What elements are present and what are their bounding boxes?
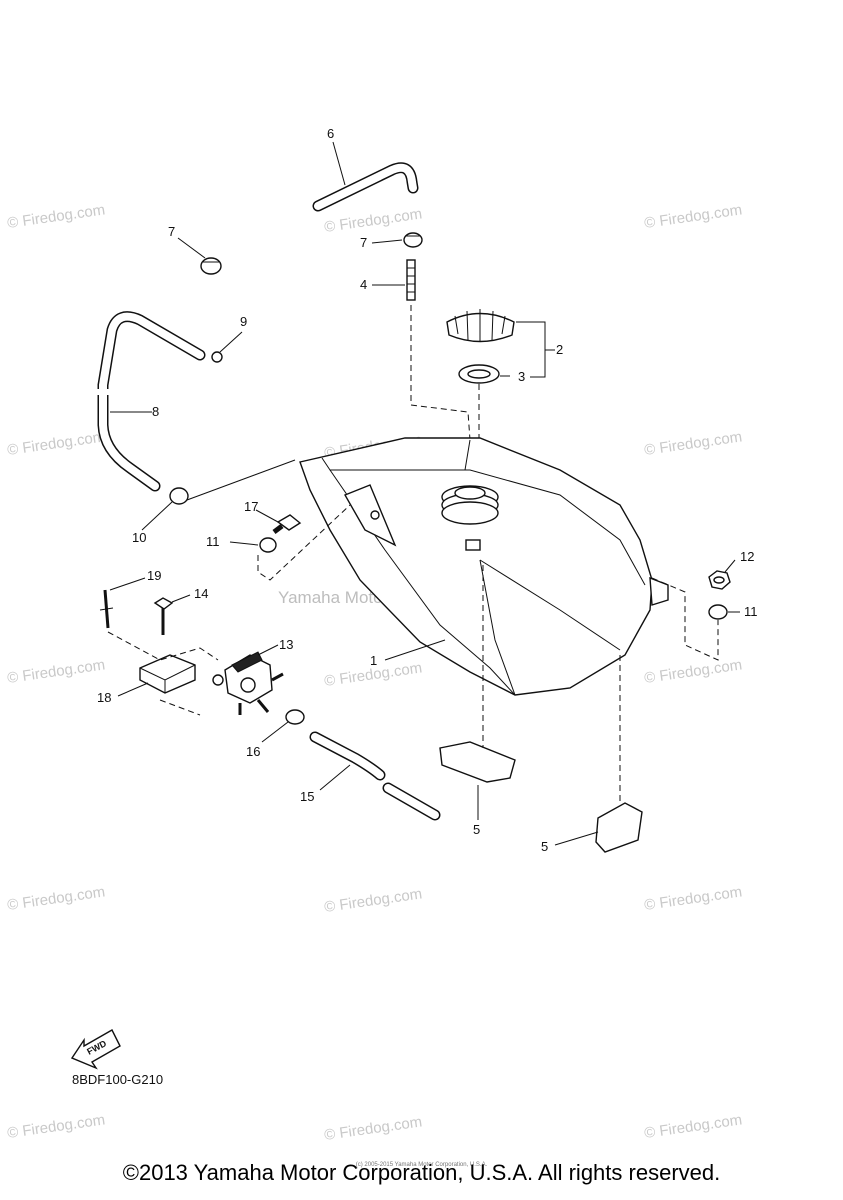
callout-15: 15	[300, 789, 314, 804]
callout-12: 12	[740, 549, 754, 564]
watermark-12: © Firedog.com	[643, 883, 743, 914]
leader-lines	[109, 141, 740, 846]
watermark-10: © Firedog.com	[6, 883, 106, 914]
part-11-grommet-right	[708, 604, 728, 620]
watermark-9: © Firedog.com	[643, 656, 743, 687]
part-13-fuel-cock	[212, 651, 284, 715]
part-5-pad-right	[595, 655, 643, 853]
part-5-pad-left	[439, 565, 516, 783]
callout-1: 1	[370, 653, 377, 668]
part-15-hose	[309, 731, 441, 821]
callout-11-right: 11	[744, 604, 758, 619]
watermark-15: © Firedog.com	[643, 1111, 743, 1142]
copyright-notice: ©2013 Yamaha Motor Corporation, U.S.A. A…	[122, 1160, 721, 1185]
part-1-fuel-tank	[299, 437, 669, 696]
watermark-3: © Firedog.com	[643, 201, 743, 232]
callout-17: 17	[244, 499, 258, 514]
callout-8: 8	[152, 404, 159, 419]
watermarks: © Firedog.com © Firedog.com © Firedog.co…	[6, 201, 743, 1144]
watermark-4: © Firedog.com	[6, 428, 106, 459]
watermark-7: © Firedog.com	[6, 656, 106, 687]
callout-16: 16	[246, 744, 260, 759]
leader-left-mount	[257, 504, 351, 581]
part-8-fuel-hose	[96, 311, 206, 492]
callout-numbers: 6 7 7 4 2 3 9 8 10 17 11 1 12 11 19 14 1…	[97, 126, 758, 854]
fwd-arrow-icon: FWD	[70, 1029, 121, 1070]
part-17-bolt	[272, 514, 302, 534]
callout-18: 18	[97, 690, 111, 705]
callout-11-left: 11	[206, 534, 220, 549]
callout-3: 3	[518, 369, 525, 384]
leader-bracket	[107, 631, 219, 716]
part-11-grommet-left	[259, 537, 277, 553]
callout-6: 6	[327, 126, 334, 141]
watermark-11: © Firedog.com	[323, 885, 423, 916]
watermark-14: © Firedog.com	[323, 1113, 423, 1144]
part-16-clip	[285, 709, 305, 725]
part-4-breather-pipe	[406, 259, 471, 441]
callout-5-right: 5	[541, 839, 548, 854]
part-6-vent-hose	[231, 162, 419, 260]
part-18-bracket	[139, 654, 196, 694]
callout-5-left: 5	[473, 822, 480, 837]
callout-14: 14	[194, 586, 208, 601]
callout-7-right: 7	[360, 235, 367, 250]
part-12-nut	[708, 570, 731, 590]
watermark-13: © Firedog.com	[6, 1111, 106, 1142]
watermark-6: © Firedog.com	[643, 428, 743, 459]
callout-10: 10	[132, 530, 146, 545]
callout-13: 13	[279, 637, 293, 652]
watermark-1: © Firedog.com	[6, 201, 106, 232]
copyright-small: (c) 2005-2015 Yamaha Motor Corporation, …	[355, 1162, 488, 1168]
part-9-clip	[211, 351, 223, 363]
part-19-bolt	[99, 589, 114, 629]
part-3-gasket	[458, 364, 500, 440]
part-7-clip-left	[200, 257, 222, 275]
watermark-2: © Firedog.com	[323, 205, 423, 236]
part-7-clip-right	[403, 232, 423, 248]
diagram-code: 8BDF100-G210	[72, 1072, 164, 1087]
callout-4: 4	[360, 277, 367, 292]
part-10-clip	[169, 459, 296, 505]
part-2-fuel-cap	[446, 309, 515, 343]
callout-9: 9	[240, 314, 247, 329]
part-14-bolt	[153, 597, 174, 635]
leader-right-mount	[651, 577, 719, 661]
callout-19: 19	[147, 568, 161, 583]
callout-2: 2	[556, 342, 563, 357]
callout-7-left: 7	[168, 224, 175, 239]
